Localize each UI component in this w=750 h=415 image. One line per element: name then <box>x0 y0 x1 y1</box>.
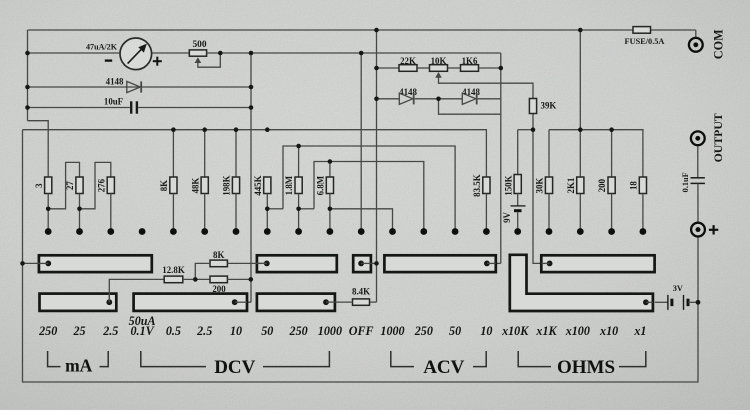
svg-text:8K: 8K <box>213 250 224 260</box>
svg-text:2.5: 2.5 <box>102 324 118 338</box>
svg-text:18: 18 <box>629 181 639 190</box>
svg-text:200: 200 <box>212 284 226 294</box>
svg-text:mA: mA <box>65 356 93 376</box>
svg-text:COM: COM <box>711 29 725 59</box>
svg-text:250: 250 <box>38 324 57 338</box>
svg-text:4148: 4148 <box>106 76 124 86</box>
svg-text:1000: 1000 <box>380 324 404 338</box>
svg-text:27: 27 <box>65 181 75 190</box>
svg-text:1.8M: 1.8M <box>284 175 294 195</box>
svg-text:3V: 3V <box>673 284 683 293</box>
svg-text:30K: 30K <box>535 178 545 194</box>
svg-text:3: 3 <box>34 183 44 188</box>
svg-text:x10K: x10K <box>501 324 529 338</box>
svg-text:OHMS: OHMS <box>557 357 615 378</box>
svg-text:2.5: 2.5 <box>196 324 212 338</box>
svg-text:OUTPUT: OUTPUT <box>711 113 725 162</box>
svg-text:22K: 22K <box>400 56 416 66</box>
svg-text:445K: 445K <box>253 175 263 195</box>
svg-text:OFF: OFF <box>349 324 374 338</box>
svg-text:1K6: 1K6 <box>462 56 478 66</box>
svg-text:50: 50 <box>449 324 461 338</box>
svg-text:47uA/2K: 47uA/2K <box>86 42 118 51</box>
svg-text:4148: 4148 <box>399 87 417 97</box>
svg-text:50: 50 <box>261 324 273 338</box>
svg-text:10: 10 <box>480 324 492 338</box>
svg-text:1000: 1000 <box>318 324 342 338</box>
svg-text:500: 500 <box>192 40 206 50</box>
svg-text:6.8M: 6.8M <box>316 175 326 195</box>
svg-text:FUSE/0.5A: FUSE/0.5A <box>625 37 665 46</box>
svg-text:ACV: ACV <box>423 357 464 378</box>
svg-text:x1K: x1K <box>535 324 557 338</box>
svg-text:8.4K: 8.4K <box>352 287 370 297</box>
svg-text:x1: x1 <box>633 324 646 338</box>
svg-text:2K1: 2K1 <box>566 178 576 194</box>
svg-text:x10: x10 <box>599 324 618 338</box>
svg-text:8K: 8K <box>159 180 169 191</box>
svg-text:25: 25 <box>72 324 85 338</box>
svg-text:10K: 10K <box>431 56 447 66</box>
svg-text:0.1uF: 0.1uF <box>681 172 690 192</box>
svg-text:12.8K: 12.8K <box>162 265 185 275</box>
svg-text:198K: 198K <box>222 175 232 195</box>
svg-text:4148: 4148 <box>462 87 480 97</box>
svg-text:DCV: DCV <box>214 357 255 378</box>
svg-text:0.5: 0.5 <box>166 324 181 338</box>
svg-text:0.1V: 0.1V <box>131 324 155 338</box>
svg-text:9V: 9V <box>502 211 512 222</box>
svg-text:48K: 48K <box>190 178 200 194</box>
svg-text:39K: 39K <box>541 101 557 111</box>
svg-text:10uF: 10uF <box>104 97 123 107</box>
svg-text:250: 250 <box>414 324 433 338</box>
svg-text:83.5K: 83.5K <box>472 174 482 197</box>
svg-text:x100: x100 <box>565 324 590 338</box>
svg-text:200: 200 <box>597 178 607 192</box>
svg-text:250: 250 <box>289 324 308 338</box>
svg-text:150K: 150K <box>503 175 513 195</box>
svg-text:276: 276 <box>96 178 106 192</box>
svg-text:10: 10 <box>230 324 242 338</box>
